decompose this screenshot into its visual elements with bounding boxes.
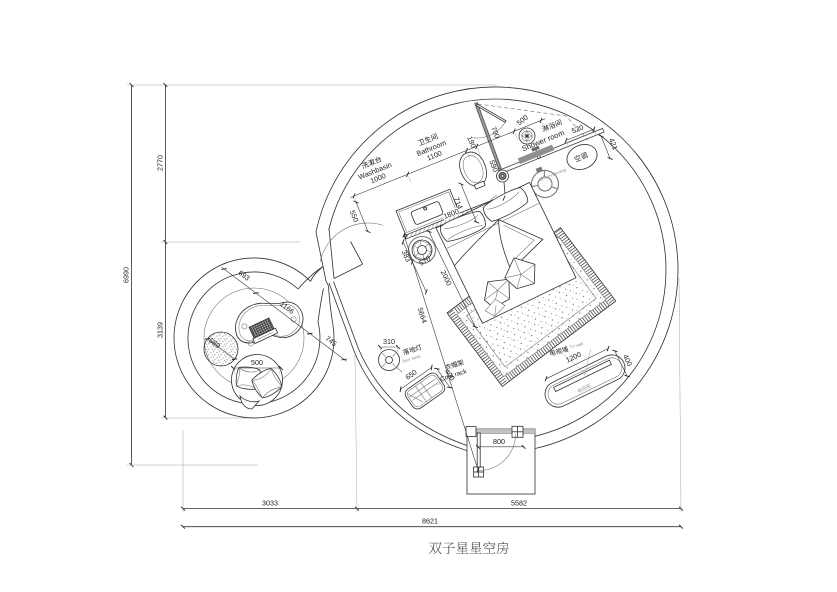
svg-text:8621: 8621 bbox=[422, 517, 438, 526]
dim-column: 590 bbox=[487, 159, 500, 173]
svg-text:3139: 3139 bbox=[155, 322, 164, 338]
label-tv-cabinet-zh: 电视柜 bbox=[577, 383, 592, 393]
pillow-2 bbox=[482, 187, 529, 222]
dim-entry-door: 800 bbox=[493, 437, 505, 446]
label-shower-zh: 淋浴间 bbox=[541, 119, 563, 133]
bed bbox=[435, 181, 577, 324]
pillow-chair bbox=[231, 354, 283, 410]
crumpled-pillow-2 bbox=[504, 257, 536, 290]
dim-bottom-left: 3033 bbox=[262, 499, 278, 508]
label-washbasin-zh: 洗漱台 bbox=[361, 156, 382, 169]
dim-toilet: 714 bbox=[452, 196, 465, 210]
svg-text:800: 800 bbox=[493, 437, 505, 446]
svg-text:310: 310 bbox=[383, 337, 395, 346]
label-coat-rack-zh: 衣帽架 bbox=[444, 359, 465, 371]
room-junction bbox=[315, 222, 384, 287]
overall-dimensions: 6990 2770 3139 3033 5582 8621 bbox=[122, 82, 684, 529]
shower-bench bbox=[517, 144, 555, 164]
dim-coatrack-length: 650 bbox=[404, 367, 419, 381]
svg-text:2770: 2770 bbox=[155, 155, 164, 171]
dim-ac-depth: 421 bbox=[607, 137, 620, 151]
shower-area bbox=[477, 103, 589, 164]
dim-lower-height: 3139 bbox=[155, 322, 164, 338]
dim-total-height: 6990 bbox=[122, 267, 131, 283]
svg-text:550: 550 bbox=[348, 209, 361, 223]
svg-text:700: 700 bbox=[489, 125, 502, 139]
svg-text:3033: 3033 bbox=[262, 499, 278, 508]
svg-text:714: 714 bbox=[452, 196, 465, 210]
svg-text:500: 500 bbox=[515, 113, 530, 127]
dim-bed-length: 2000 bbox=[439, 269, 454, 287]
shower-drain-icon bbox=[518, 127, 536, 145]
label-ac-zh: 空调 bbox=[574, 151, 589, 163]
ac-unit bbox=[530, 144, 598, 199]
laptop bbox=[248, 317, 279, 345]
coat-rack-dims: 650 400 衣帽架 Coat rack bbox=[404, 359, 468, 386]
label-tv-wall-en: TV wall bbox=[569, 341, 584, 349]
svg-text:air-conditioning: air-conditioning bbox=[538, 167, 567, 183]
tv-unit bbox=[544, 354, 626, 408]
dim-bath-door-swing: 500 bbox=[515, 113, 530, 127]
top-dim-chain bbox=[350, 117, 546, 205]
svg-text:650: 650 bbox=[404, 367, 419, 381]
dim-bottom-total: 8621 bbox=[422, 517, 438, 526]
floor-lamp-dim: 310 bbox=[377, 337, 401, 353]
svg-text:500: 500 bbox=[251, 358, 263, 367]
coat-rack bbox=[399, 364, 453, 410]
dim-floor-lamp: 310 bbox=[383, 337, 395, 346]
dim-bottom-right: 5582 bbox=[511, 499, 527, 508]
label-ac-en: air-conditioning bbox=[538, 167, 567, 183]
dim-counter-depth: 550 bbox=[348, 209, 361, 223]
svg-text:floor lamp: floor lamp bbox=[402, 353, 422, 364]
bath-door bbox=[473, 103, 507, 139]
dim-pillow-chair: 500 bbox=[251, 358, 263, 367]
pillow-1 bbox=[440, 210, 486, 242]
dim-ac-width: 520 bbox=[570, 122, 584, 135]
svg-text:421: 421 bbox=[607, 137, 620, 151]
svg-text:520: 520 bbox=[570, 122, 584, 135]
floor-lamp bbox=[378, 349, 403, 373]
dim-upper-height: 2770 bbox=[155, 155, 164, 171]
entry-door-dim: 800 bbox=[475, 437, 526, 450]
nightstand bbox=[407, 235, 437, 265]
door-leaf bbox=[476, 432, 481, 470]
dim-bath-door: 700 bbox=[489, 125, 502, 139]
svg-text:5582: 5582 bbox=[511, 499, 527, 508]
entry-vestibule bbox=[465, 425, 536, 495]
svg-text:TV wall: TV wall bbox=[569, 341, 584, 349]
pillow-chair-dim: 500 bbox=[230, 358, 284, 375]
svg-text:590: 590 bbox=[487, 159, 500, 173]
dim-niche: 190 bbox=[465, 135, 478, 149]
svg-text:190: 190 bbox=[465, 135, 478, 149]
svg-text:6990: 6990 bbox=[122, 267, 131, 283]
washbasin-counter bbox=[395, 188, 461, 236]
label-floor-lamp-en: floor lamp bbox=[402, 353, 422, 364]
toilet bbox=[459, 151, 487, 190]
label-tv-wall-zh: 电视墙 bbox=[549, 346, 569, 356]
tv-dims: 1200 400 电视墙 TV wall bbox=[544, 341, 634, 382]
page-title: 双子星星空房 bbox=[429, 541, 509, 555]
svg-text:2000: 2000 bbox=[439, 269, 454, 287]
label-bathroom-zh: 卫生间 bbox=[417, 133, 438, 147]
label-floor-lamp-zh: 落地灯 bbox=[402, 344, 421, 356]
